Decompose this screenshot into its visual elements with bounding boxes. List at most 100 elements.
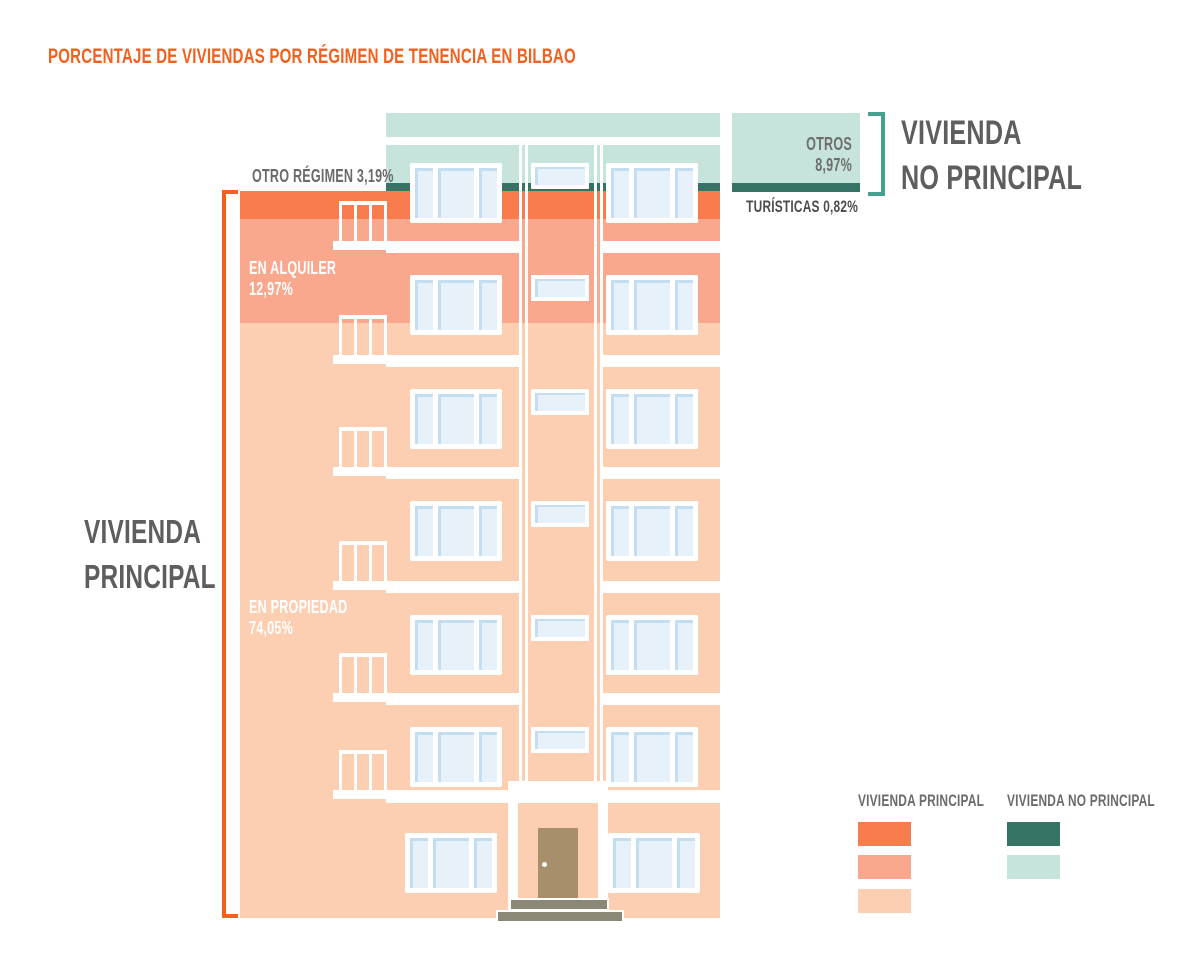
door-knob-icon — [542, 862, 547, 867]
vivienda-principal-bracket — [222, 190, 238, 918]
window-pane — [415, 732, 433, 782]
legend-swatch-otro-regimen — [858, 822, 911, 846]
window-pane — [634, 620, 670, 670]
window-pane — [535, 167, 585, 185]
entrance-column-gap — [598, 803, 608, 918]
apartment-window — [410, 501, 502, 561]
window-pane — [438, 280, 474, 330]
window-pane — [636, 838, 672, 888]
apartment-window — [606, 727, 698, 787]
window-pane — [611, 280, 629, 330]
balcony-slab — [333, 693, 393, 702]
building-roof — [386, 113, 720, 137]
window-pane — [611, 732, 629, 782]
label-en-propiedad: EN PROPIEDAD 74,05% — [249, 597, 348, 638]
floor-gap — [386, 693, 519, 705]
window-pane — [611, 168, 629, 218]
balcony — [339, 750, 387, 790]
window-pane — [415, 394, 433, 444]
apartment-window — [606, 389, 698, 449]
legend-swatch-en-propiedad — [858, 889, 911, 913]
label-vivienda-no-principal: VIVIENDA NO PRINCIPAL — [901, 114, 1083, 197]
window-pane — [438, 620, 474, 670]
balcony — [339, 653, 387, 693]
label-en-alquiler: EN ALQUILER 12,97% — [249, 258, 337, 299]
window-pane — [438, 168, 474, 218]
balcony-slab — [333, 790, 393, 799]
legend-principal-title: VIVIENDA PRINCIPAL — [858, 791, 985, 810]
window-pane — [415, 620, 433, 670]
building-floor — [333, 253, 720, 367]
apartment-window — [410, 389, 502, 449]
balcony — [339, 201, 387, 241]
building-floor — [333, 705, 720, 803]
legend-swatch-otros — [1007, 855, 1060, 879]
entrance-canopy — [508, 781, 608, 803]
stairwell-line — [519, 145, 522, 790]
stairwell-window — [531, 501, 589, 527]
window-pane — [677, 838, 695, 888]
entrance-step — [496, 910, 624, 923]
building-floor — [333, 145, 720, 253]
vivienda-no-principal-bracket — [868, 112, 885, 196]
legend-no-principal-title: VIVIENDA NO PRINCIPAL — [1007, 791, 1155, 810]
floor-gap — [603, 467, 720, 479]
label-turisticas: TURÍSTICAS 0,82% — [746, 197, 858, 216]
floor-gap — [603, 693, 720, 705]
window-pane — [535, 393, 585, 411]
window-pane — [535, 619, 585, 637]
segment-otros-block — [732, 113, 860, 183]
stairwell-window — [531, 163, 589, 189]
apartment-window — [410, 727, 502, 787]
window-pane — [634, 506, 670, 556]
window-pane — [634, 394, 670, 444]
stairwell-line — [525, 145, 528, 790]
window-pane — [675, 280, 693, 330]
floor-gap — [603, 241, 720, 253]
apartment-window — [606, 615, 698, 675]
balcony-slab — [333, 241, 393, 250]
balcony-slab — [333, 355, 393, 364]
window-pane — [675, 506, 693, 556]
apartment-window — [405, 833, 497, 893]
balcony-slab — [333, 581, 393, 590]
window-pane — [479, 280, 497, 330]
balcony — [339, 541, 387, 581]
stairwell-line — [600, 145, 603, 790]
floor-gap — [386, 241, 519, 253]
window-pane — [535, 505, 585, 523]
legend-swatch-en-alquiler — [858, 855, 911, 879]
stairwell-window — [531, 727, 589, 753]
window-pane — [415, 506, 433, 556]
window-pane — [410, 838, 428, 888]
floor-gap — [386, 581, 519, 593]
window-pane — [415, 280, 433, 330]
window-pane — [675, 620, 693, 670]
building-floor — [333, 367, 720, 479]
chart-title: PORCENTAJE DE VIVIENDAS POR RÉGIMEN DE T… — [48, 44, 576, 68]
window-pane — [634, 168, 670, 218]
segment-turisticas-block — [732, 183, 860, 192]
window-pane — [675, 394, 693, 444]
balcony — [339, 315, 387, 355]
window-pane — [479, 394, 497, 444]
label-otro-regimen: OTRO RÉGIMEN 3,19% — [252, 166, 394, 186]
window-pane — [675, 732, 693, 782]
label-vivienda-principal: VIVIENDA PRINCIPAL — [84, 513, 216, 595]
window-pane — [634, 732, 670, 782]
legend-swatch-turisticas — [1007, 822, 1060, 846]
stairwell-window — [531, 389, 589, 415]
entrance-column-gap — [508, 803, 518, 918]
apartment-window — [410, 615, 502, 675]
window-pane — [438, 394, 474, 444]
stairwell-window — [531, 275, 589, 301]
window-pane — [479, 732, 497, 782]
apartment-window — [410, 275, 502, 335]
window-pane — [535, 731, 585, 749]
apartment-window — [606, 275, 698, 335]
apartment-window — [608, 833, 700, 893]
floor-gap — [386, 355, 519, 367]
window-pane — [613, 838, 631, 888]
floor-gap — [386, 467, 519, 479]
